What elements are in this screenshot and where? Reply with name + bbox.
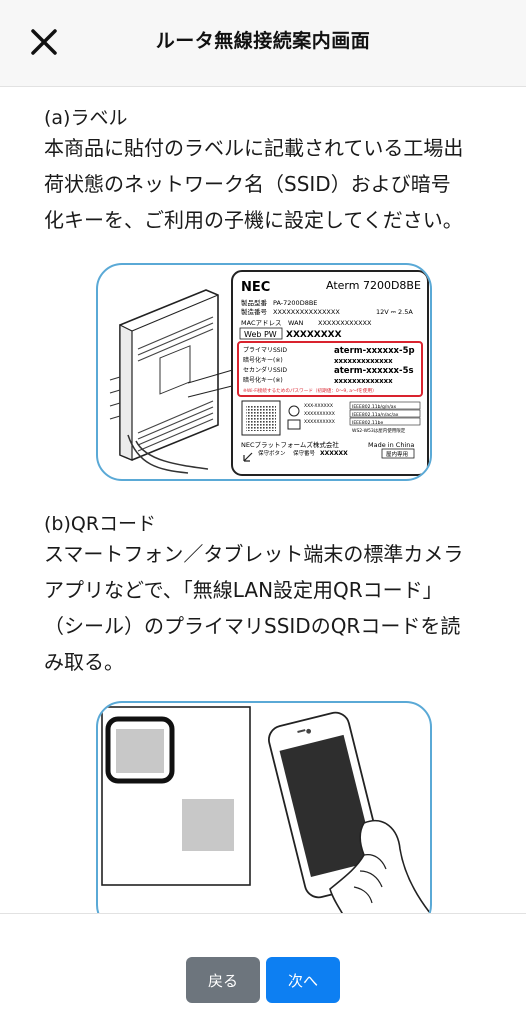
- label-model: Aterm 7200D8BE: [326, 279, 421, 292]
- section-a-text: 本商品に貼付のラベルに記載されている工場出 荷状態のネットワーク名（SSID）お…: [44, 130, 494, 238]
- section-a-line: 本商品に貼付のラベルに記載されている工場出: [44, 136, 464, 160]
- next-button[interactable]: 次へ: [266, 957, 340, 1003]
- label-maint-no-label: 保守番号: [293, 449, 316, 457]
- label-serial: XXXXXXXXXXXXXXX: [273, 308, 340, 316]
- label-cert-line: XXXXXXXXXX: [304, 411, 335, 417]
- label-key1-label: 暗号化キー(※): [243, 356, 283, 364]
- close-button[interactable]: [24, 22, 64, 62]
- section-a-heading: (a)ラベル: [44, 107, 128, 129]
- header-bar: ルータ無線接続案内画面: [0, 0, 526, 87]
- label-web-pw-label: Web PW: [244, 330, 277, 339]
- label-hold-button: 保守ボタン: [258, 449, 286, 457]
- label-std2: IEEE802.11a/n/ac/ax: [352, 412, 399, 418]
- label-brand: NEC: [241, 280, 270, 295]
- section-b-line: （シール）のプライマリSSIDのQRコードを読: [44, 614, 461, 638]
- label-ws: WS2-W53は屋内使用限定: [352, 427, 406, 434]
- label-product-type-label: 製品型番: [241, 298, 268, 307]
- router-label-illustration: NEC Aterm 7200D8BE 製品型番 PA-7200D8BE 製造番号…: [96, 263, 432, 481]
- label-mac-value: XXXXXXXXXXXX: [318, 319, 372, 327]
- label-web-pw: XXXXXXXX: [286, 330, 342, 340]
- section-b-line: アプリなどで、「無線LAN設定用QRコード」: [44, 578, 443, 602]
- label-power: 12V ⎓ 2.5A: [376, 308, 413, 316]
- label-primary-ssid: aterm-xxxxxx-5p: [334, 346, 415, 356]
- label-indoor: 屋内専用: [386, 450, 408, 458]
- label-product-type: PA-7200D8BE: [273, 299, 317, 307]
- qr-code-secondary: [182, 799, 234, 851]
- label-key2: xxxxxxxxxxxxx: [334, 377, 393, 385]
- label-manufacturer: NECプラットフォームズ株式会社: [241, 440, 339, 449]
- label-mac-label: MACアドレス: [241, 319, 281, 327]
- label-cert-line: XXXXXXXXXX: [304, 419, 335, 425]
- label-made-in: Made in China: [368, 441, 414, 449]
- back-button[interactable]: 戻る: [186, 957, 260, 1003]
- section-b-heading: (b)QRコード: [44, 513, 157, 535]
- section-b-line: スマートフォン／タブレット端末の標準カメラ: [44, 542, 464, 566]
- label-secondary-ssid-label: セカンダリSSID: [243, 366, 287, 374]
- qr-code-primary: [116, 729, 164, 773]
- router-label-image: NEC Aterm 7200D8BE 製品型番 PA-7200D8BE 製造番号…: [109, 270, 429, 476]
- label-std3: IEEE802.11be: [352, 420, 383, 426]
- label-serial-label: 製造番号: [241, 307, 268, 316]
- label-note: ※Wi-Fi接続するためのパスワード（初期値：0〜9, a〜fを使用）: [243, 387, 377, 394]
- label-secondary-ssid: aterm-xxxxxx-5s: [334, 366, 414, 376]
- label-cert-line: XXX-XXXXXX: [304, 403, 333, 409]
- page-title: ルータ無線接続案内画面: [155, 30, 371, 52]
- label-key1: xxxxxxxxxxxxx: [334, 357, 393, 365]
- main-content[interactable]: (a)ラベル 本商品に貼付のラベルに記載されている工場出 荷状態のネットワーク名…: [0, 87, 526, 913]
- section-b-text: スマートフォン／タブレット端末の標準カメラ アプリなどで、「無線LAN設定用QR…: [44, 536, 494, 680]
- section-a-line: 荷状態のネットワーク名（SSID）および暗号: [44, 172, 451, 196]
- qr-scan-image: [101, 706, 430, 913]
- section-b-line: み取る。: [44, 650, 124, 674]
- qr-scan-illustration: [96, 701, 432, 913]
- label-primary-ssid-label: プライマリSSID: [243, 347, 287, 354]
- section-a-line: 化キーを、ご利用の子機に設定してください。: [44, 208, 463, 232]
- label-std1: IEEE802.11b/g/n/ax: [352, 404, 396, 410]
- footer-bar: 戻る 次へ: [0, 913, 526, 1025]
- close-icon: [31, 29, 57, 55]
- label-key2-label: 暗号化キー(※): [243, 376, 283, 384]
- label-maint-no: XXXXXX: [320, 450, 348, 457]
- label-mac-wan: WAN: [288, 319, 304, 327]
- hand-illustration: [329, 820, 430, 913]
